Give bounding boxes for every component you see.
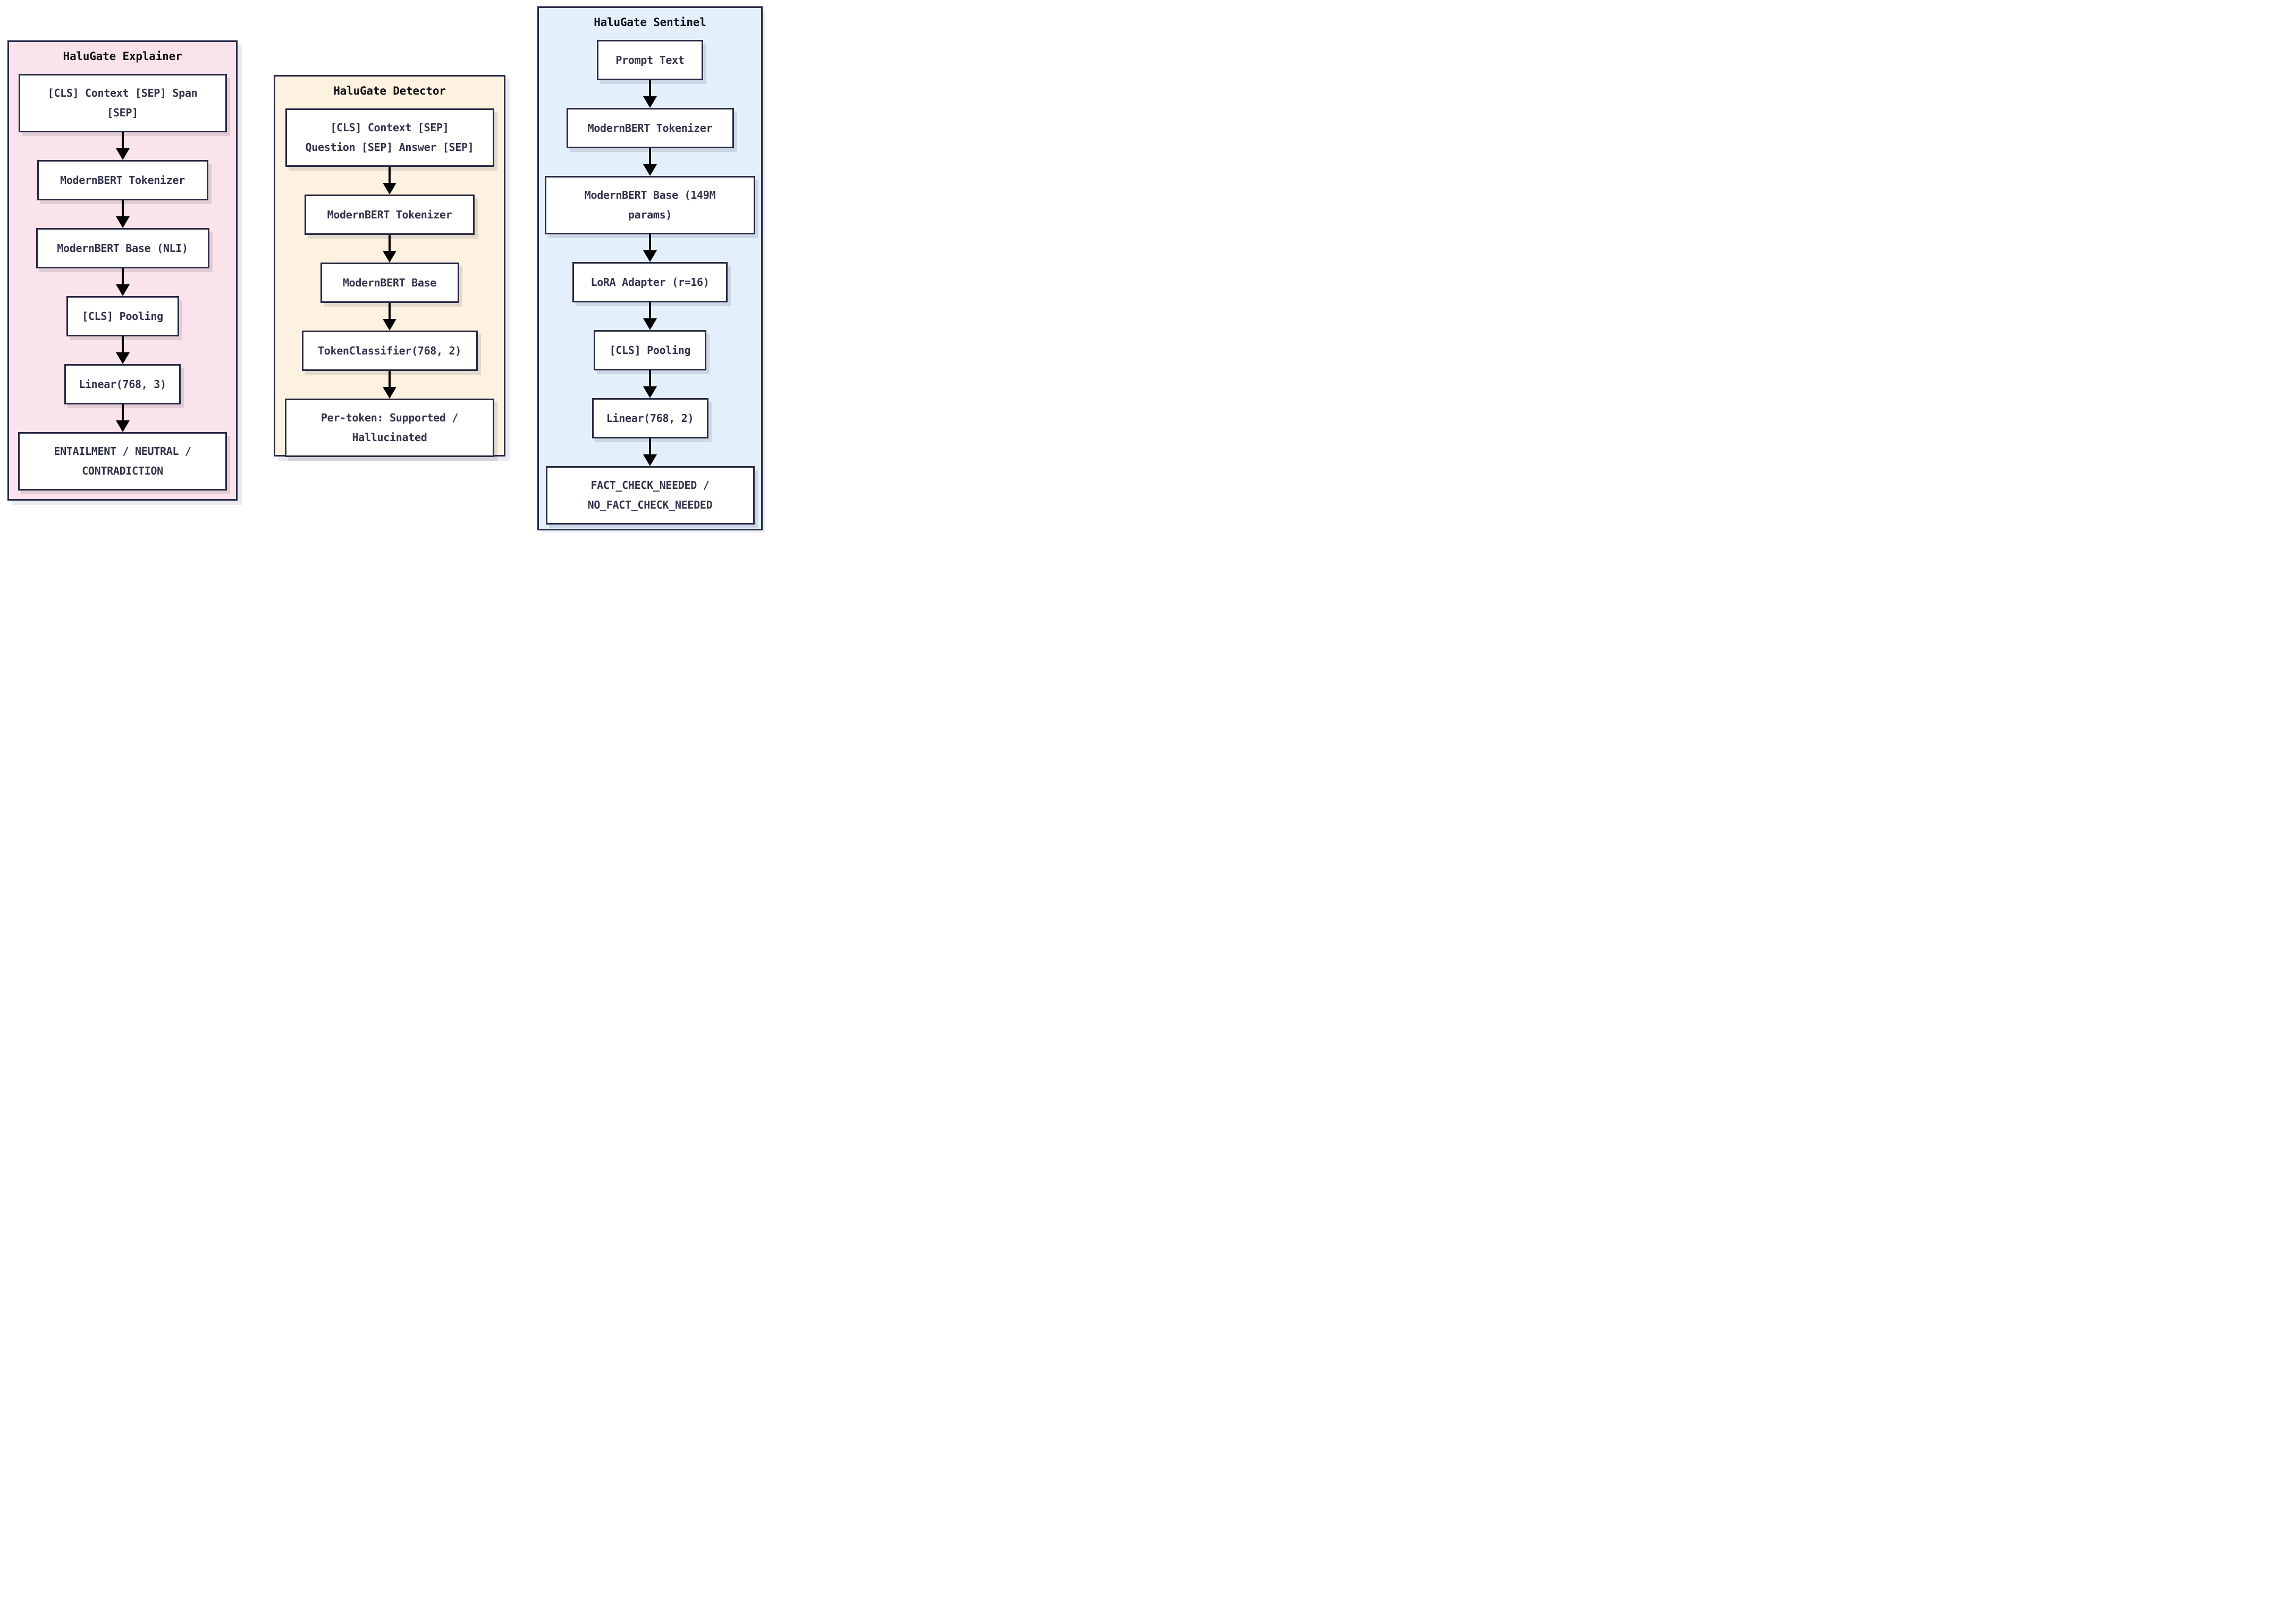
arrow-down-icon <box>383 235 396 263</box>
arrow-shaft <box>121 268 124 284</box>
arrow-down-icon <box>383 371 396 399</box>
arrow-head <box>643 96 657 108</box>
panel-halugate-explainer: HaluGate Explainer [CLS] Context [SEP] S… <box>7 40 238 501</box>
node-box: Prompt Text <box>597 40 703 80</box>
node-box: ModernBERT Tokenizer <box>566 108 734 148</box>
arrow-head <box>115 148 130 160</box>
node-box: ENTAILMENT / NEUTRAL / CONTRADICTION <box>18 432 227 491</box>
arrow-down-icon <box>383 167 396 195</box>
arrow-down-icon <box>115 132 130 160</box>
node-box: [CLS] Context [SEP] Span [SEP] <box>18 74 227 132</box>
arrow-shaft <box>649 148 651 164</box>
node-box: Linear(768, 3) <box>64 364 181 404</box>
panel-title: HaluGate Sentinel <box>594 16 706 29</box>
arrow-shaft <box>389 235 391 251</box>
arrow-head <box>115 216 130 228</box>
arrow-shaft <box>389 167 391 183</box>
arrow-down-icon <box>383 303 396 331</box>
arrow-down-icon <box>115 336 130 364</box>
node-box: ModernBERT Base <box>320 263 459 303</box>
arrow-head <box>383 319 396 331</box>
flow-stack: [CLS] Context [SEP] Span [SEP] ModernBER… <box>9 74 236 491</box>
arrow-shaft <box>649 234 651 250</box>
node-box: TokenClassifier(768, 2) <box>301 331 478 371</box>
node-box: Linear(768, 2) <box>592 398 708 438</box>
arrow-head <box>643 454 657 466</box>
node-box: FACT_CHECK_NEEDED / NO_FACT_CHECK_NEEDED <box>545 466 755 525</box>
arrow-down-icon <box>643 370 657 398</box>
node-box: LoRA Adapter (r=16) <box>572 262 728 302</box>
arrow-shaft <box>649 80 651 96</box>
arrow-shaft <box>121 132 124 148</box>
arrow-down-icon <box>643 438 657 466</box>
arrow-head <box>643 164 657 176</box>
arrow-shaft <box>121 200 124 216</box>
arrow-head <box>383 387 396 399</box>
arrow-head <box>643 250 657 262</box>
arrow-down-icon <box>643 234 657 262</box>
arrow-shaft <box>389 371 391 387</box>
arrow-head <box>643 318 657 330</box>
flow-stack: [CLS] Context [SEP] Question [SEP] Answe… <box>275 108 504 457</box>
arrow-head <box>115 352 130 364</box>
arrow-head <box>383 183 396 195</box>
arrow-head <box>383 251 396 263</box>
arrow-shaft <box>649 302 651 318</box>
node-box: ModernBERT Tokenizer <box>305 195 475 235</box>
arrow-down-icon <box>643 302 657 330</box>
arrow-shaft <box>389 303 391 319</box>
arrow-head <box>115 284 130 296</box>
node-box: [CLS] Pooling <box>594 330 706 370</box>
arrow-down-icon <box>115 200 130 228</box>
arrow-down-icon <box>115 268 130 296</box>
panel-halugate-sentinel: HaluGate Sentinel Prompt Text ModernBERT… <box>537 6 763 530</box>
arrow-down-icon <box>115 404 130 432</box>
arrow-down-icon <box>643 148 657 176</box>
arrow-head <box>643 386 657 398</box>
node-box: ModernBERT Base (149M params) <box>545 176 755 234</box>
panel-halugate-detector: HaluGate Detector [CLS] Context [SEP] Qu… <box>274 75 505 457</box>
arrow-shaft <box>121 404 124 420</box>
arrow-shaft <box>121 336 124 352</box>
panel-title: HaluGate Explainer <box>63 50 182 63</box>
arrow-head <box>115 420 130 432</box>
node-box: ModernBERT Base (NLI) <box>36 228 209 268</box>
node-box: [CLS] Context [SEP] Question [SEP] Answe… <box>285 108 494 167</box>
flow-stack: Prompt Text ModernBERT Tokenizer ModernB… <box>539 40 761 525</box>
diagram-canvas: HaluGate Explainer [CLS] Context [SEP] S… <box>0 0 765 533</box>
arrow-down-icon <box>643 80 657 108</box>
node-box: ModernBERT Tokenizer <box>37 160 208 200</box>
panel-title: HaluGate Detector <box>333 85 446 97</box>
node-box: Per-token: Supported / Hallucinated <box>285 399 494 457</box>
arrow-shaft <box>649 370 651 386</box>
arrow-shaft <box>649 438 651 454</box>
node-box: [CLS] Pooling <box>66 296 179 336</box>
